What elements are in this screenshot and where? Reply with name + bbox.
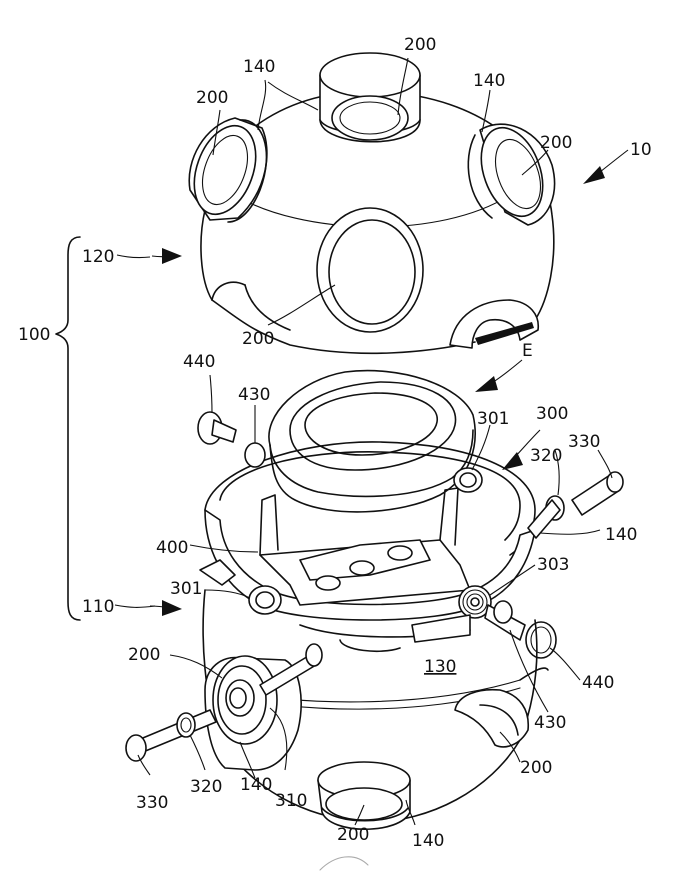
- label-120: 120: [82, 247, 114, 267]
- label-200-front: 200: [242, 329, 274, 349]
- top-boss: [319, 52, 421, 143]
- arrows: [149, 149, 629, 616]
- pin-440-right: [484, 600, 557, 659]
- left-shaft-assembly: [125, 643, 323, 771]
- label-320-right: 320: [530, 446, 562, 466]
- label-301-right: 301: [477, 409, 509, 429]
- label-440-right: 440: [582, 673, 614, 693]
- lower-hemisphere: [202, 589, 549, 830]
- label-430-left: 430: [238, 385, 270, 405]
- label-200-bottom: 200: [337, 825, 369, 845]
- front-opening: [316, 207, 424, 333]
- label-130: 130: [424, 657, 456, 677]
- label-200-right: 200: [540, 133, 572, 153]
- right-shaft: [527, 471, 624, 539]
- label-330-left: 330: [136, 793, 168, 813]
- label-430-right: 430: [534, 713, 566, 733]
- label-10: 10: [630, 140, 652, 160]
- bracket-100: [55, 236, 81, 621]
- pin-440-left: [197, 411, 237, 445]
- label-303: 303: [537, 555, 569, 575]
- label-100: 100: [18, 325, 50, 345]
- frame-ring: [199, 441, 536, 621]
- left-boss: [188, 117, 268, 223]
- label-300: 300: [536, 404, 568, 424]
- label-140-top-left: 140: [243, 57, 275, 77]
- label-200-right-lower: 200: [520, 758, 552, 778]
- reference-labels: 200 140 140 200 200 10 120 200 100 E 440…: [18, 35, 652, 851]
- label-200-left: 200: [196, 88, 228, 108]
- label-140-top-right: 140: [473, 71, 505, 91]
- label-330-right: 330: [568, 432, 600, 452]
- label-140-bottom: 140: [412, 831, 444, 851]
- label-440-left: 440: [183, 352, 215, 372]
- label-310: 310: [275, 791, 307, 811]
- leader-lines: [114, 57, 613, 826]
- label-301-left: 301: [170, 579, 202, 599]
- label-140-lower-left: 140: [240, 775, 272, 795]
- label-E: E: [522, 341, 533, 361]
- label-200-left-lower: 200: [128, 645, 160, 665]
- label-320-left: 320: [190, 777, 222, 797]
- label-140-right: 140: [605, 525, 637, 545]
- label-200-top: 200: [404, 35, 436, 55]
- label-110: 110: [82, 597, 114, 617]
- right-boss: [467, 123, 556, 226]
- label-400: 400: [156, 538, 188, 558]
